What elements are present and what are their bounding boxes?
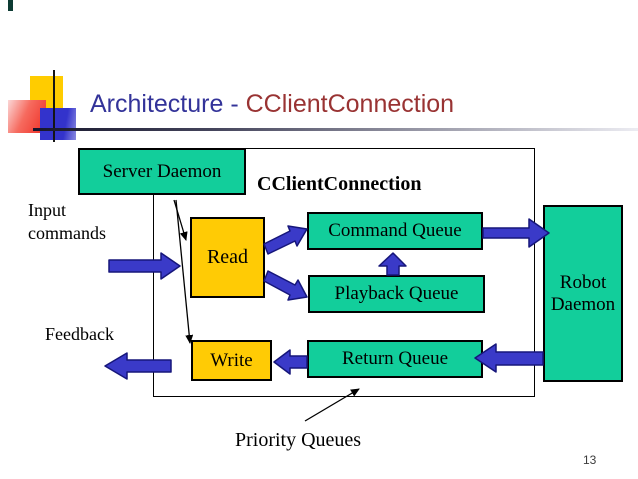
feedback-label: Feedback <box>45 324 114 344</box>
playback-queue-box: Playback Queue <box>308 275 485 313</box>
return-queue-box: Return Queue <box>307 340 483 378</box>
cclientconnection-label: CClientConnection <box>257 173 422 195</box>
page-number: 13 <box>583 453 597 467</box>
deco-blue-square <box>40 108 76 140</box>
priority-queues-label: Priority Queues <box>235 429 362 451</box>
title-underline-rule <box>33 128 638 131</box>
read-box: Read <box>190 217 265 298</box>
robot-daemon-box: Robot Daemon <box>543 205 623 382</box>
server-daemon-box: Server Daemon <box>78 148 246 195</box>
slide-title: Architecture - CClientConnection <box>90 90 454 119</box>
slide-title-architecture: Architecture - <box>90 90 246 118</box>
slide-title-cclientconnection: CClientConnection <box>245 90 455 118</box>
input-commands-label: Input commands <box>28 200 106 244</box>
deco-vertical-line <box>53 70 55 142</box>
deco-red-square <box>8 100 46 133</box>
command-queue-box: Command Queue <box>307 212 483 250</box>
corner-accent-mark <box>8 0 13 11</box>
write-box: Write <box>191 340 272 381</box>
